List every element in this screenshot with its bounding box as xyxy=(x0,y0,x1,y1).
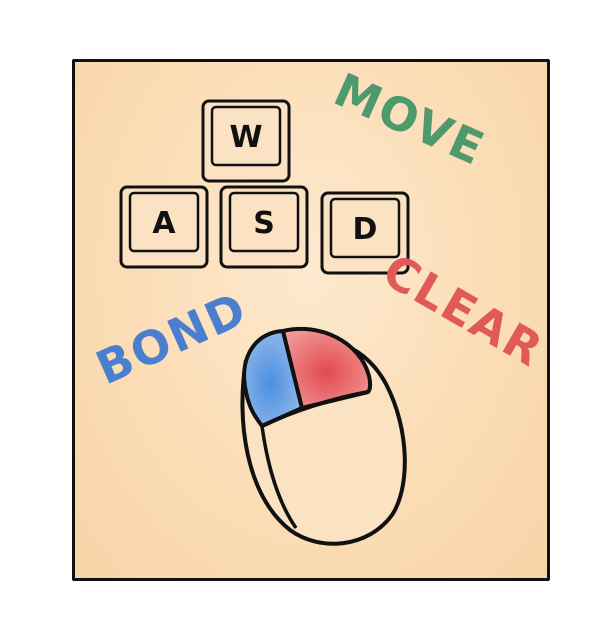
key-a-label: A xyxy=(152,206,176,241)
key-d-cap xyxy=(320,191,410,275)
mouse-button-divider xyxy=(261,390,369,428)
key-d-face xyxy=(329,197,401,259)
bond-label: BOND xyxy=(88,281,255,395)
key-w-cap xyxy=(201,99,291,183)
key-d: D xyxy=(320,191,410,275)
mouse-side-contour xyxy=(260,425,298,529)
red-right-mouse-button xyxy=(281,326,373,410)
key-s-cap xyxy=(219,185,309,269)
key-d-label: D xyxy=(353,212,378,247)
key-a-face xyxy=(128,191,200,253)
computer-mouse-icon xyxy=(240,326,407,546)
key-s-label: S xyxy=(253,206,275,241)
key-w: W xyxy=(201,99,291,183)
key-a-cap xyxy=(119,185,209,269)
key-w-label: W xyxy=(229,120,262,155)
key-s-face xyxy=(228,191,300,253)
key-w-face xyxy=(210,105,282,167)
move-label: MOVE xyxy=(326,62,493,176)
key-s: S xyxy=(219,185,309,269)
key-a: A xyxy=(119,185,209,269)
clear-label: CLEAR xyxy=(374,243,553,378)
